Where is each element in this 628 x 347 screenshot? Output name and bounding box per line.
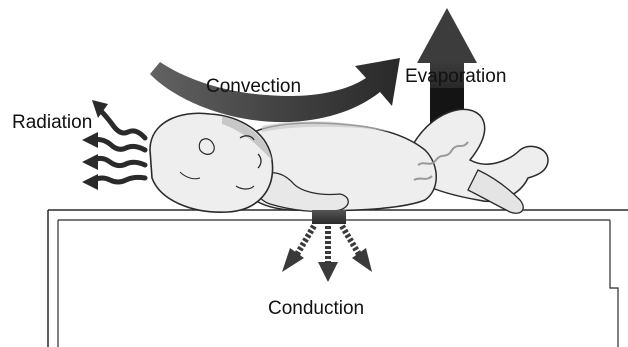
conduction-arrows-icon: [282, 210, 372, 282]
radiation-label: Radiation: [12, 112, 92, 133]
conduction-label: Conduction: [268, 298, 364, 319]
infant-illustration: [150, 109, 548, 213]
table-illustration: [48, 210, 628, 347]
convection-label: Convection: [206, 76, 301, 97]
evaporation-label: Evaporation: [405, 66, 506, 87]
